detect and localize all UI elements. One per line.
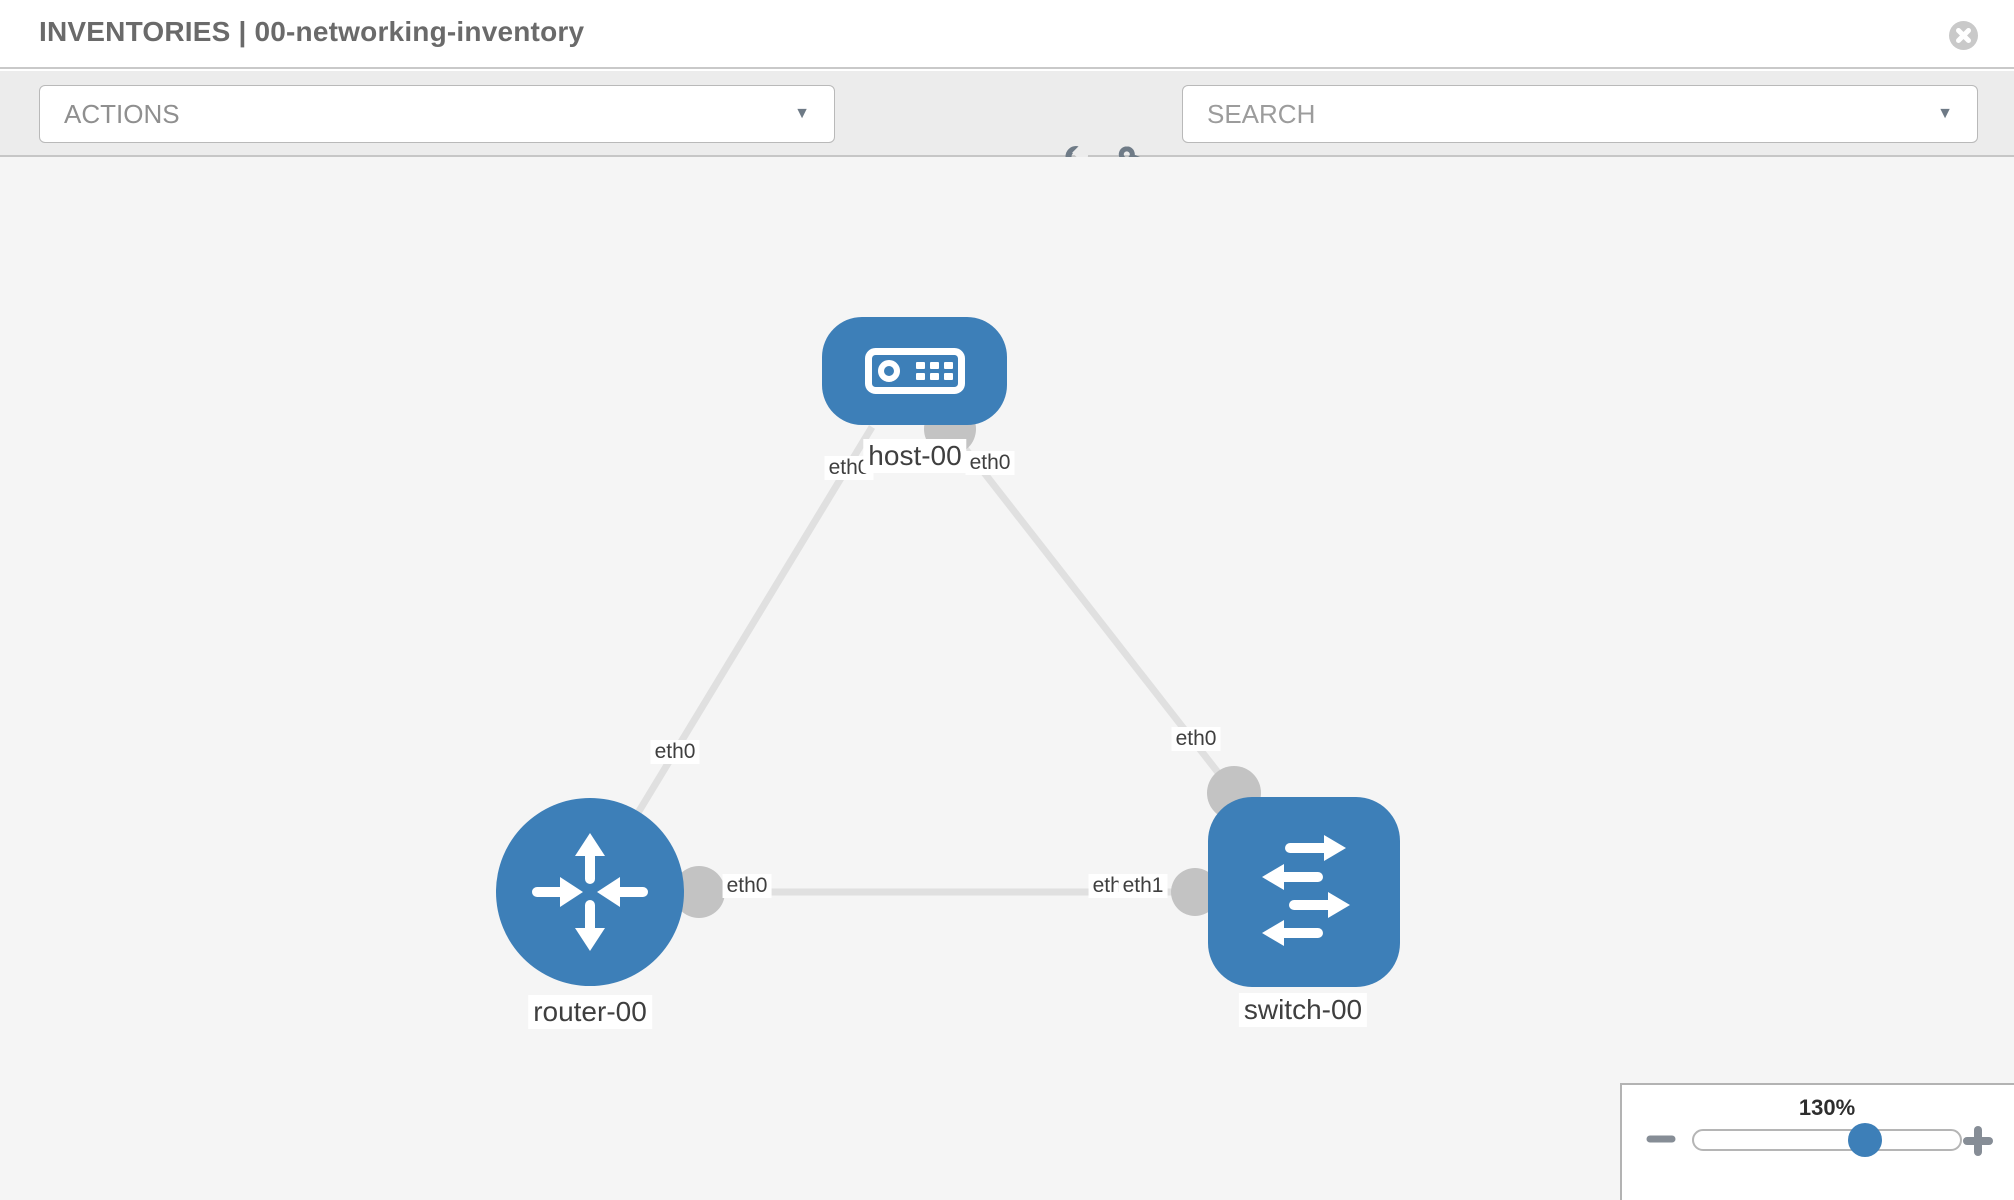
- node-label-router-00: router-00: [528, 995, 652, 1029]
- node-switch-00[interactable]: [1208, 797, 1400, 987]
- zoom-panel: 130%: [1620, 1083, 2014, 1200]
- zoom-slider-track[interactable]: [1692, 1129, 1962, 1151]
- plus-icon: [1963, 1126, 1993, 1156]
- minus-icon: [1646, 1135, 1676, 1143]
- toolbar: ACTIONS ▼ SEARCH ▼: [0, 71, 2014, 181]
- zoom-level-value: 130%: [1798, 1095, 1856, 1120]
- if-label-switch-top-eth0: eth0: [1171, 727, 1221, 751]
- if-label-router-link-eth0: eth0: [650, 740, 700, 764]
- node-host-00[interactable]: [822, 317, 1007, 425]
- links-layer: [587, 403, 1303, 918]
- page-title: INVENTORIES | 00-networking-inventory: [39, 16, 585, 47]
- node-label-host-00: host-00: [863, 439, 967, 473]
- zoom-slider-handle[interactable]: [1848, 1123, 1882, 1157]
- search-input: SEARCH: [1207, 98, 1316, 129]
- actions-dropdown-label: ACTIONS: [64, 98, 180, 129]
- if-label-host-eth0-right: eth0: [965, 451, 1015, 475]
- close-button[interactable]: [1949, 21, 1978, 50]
- chevron-down-icon: ▼: [1937, 105, 1953, 122]
- router-icon: [532, 833, 648, 951]
- zoom-in-button[interactable]: [1962, 1125, 1994, 1162]
- switch-icon: [1262, 835, 1350, 946]
- actions-dropdown[interactable]: ACTIONS ▼: [39, 85, 835, 143]
- header: INVENTORIES | 00-networking-inventory: [0, 0, 2014, 69]
- zoom-out-button[interactable]: [1646, 1131, 1676, 1152]
- if-label-router-eth0: eth0: [722, 874, 772, 898]
- search-dropdown[interactable]: SEARCH ▼: [1182, 85, 1978, 143]
- port-router-eth0: [673, 866, 725, 918]
- close-icon: [1956, 28, 1971, 43]
- host-icon: [864, 348, 965, 394]
- topology-canvas[interactable]: eth0 host-00 eth0 eth0 eth0 eth0 eth0 et…: [0, 157, 2014, 1200]
- port-switch-eth1: [1171, 868, 1219, 916]
- chevron-down-icon: ▼: [794, 105, 810, 122]
- node-label-switch-00: switch-00: [1238, 993, 1368, 1027]
- if-label-switch-eth1: eth1: [1118, 874, 1168, 898]
- node-router-00[interactable]: [496, 798, 684, 986]
